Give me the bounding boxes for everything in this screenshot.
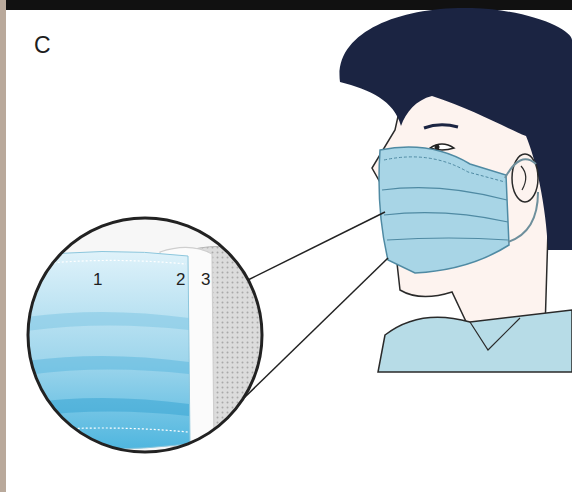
leader-line <box>248 212 385 280</box>
photo-edge <box>0 0 6 492</box>
layer-stitching <box>22 428 188 432</box>
layer-one <box>20 251 190 449</box>
leader-line <box>244 258 388 398</box>
mask-pleat <box>387 238 508 240</box>
hair <box>339 8 572 250</box>
collar <box>470 318 520 350</box>
layer-pleat <box>20 356 189 376</box>
magnifier-circle <box>28 218 262 452</box>
face-mask <box>379 147 509 273</box>
callout-number: 3 <box>201 271 210 288</box>
callout-number: 2 <box>176 271 185 288</box>
eyebrow <box>424 125 458 128</box>
top-bar <box>0 0 572 10</box>
ear-detail <box>521 166 526 190</box>
layer-pleat <box>20 312 189 332</box>
callout-number: 1 <box>93 271 102 288</box>
shirt <box>378 310 572 372</box>
magnified-view <box>20 210 270 460</box>
lens-background <box>20 210 270 460</box>
mask-pleat <box>382 188 507 200</box>
pupil <box>435 145 440 150</box>
mask-stitching <box>384 157 505 182</box>
mask-pleat <box>384 213 508 222</box>
panel-letter: C <box>34 34 51 57</box>
layer-stitching <box>22 260 186 266</box>
ear-loop <box>505 159 536 178</box>
ear-loop <box>508 192 538 242</box>
ear <box>512 154 538 202</box>
layer-pleat <box>20 398 189 418</box>
